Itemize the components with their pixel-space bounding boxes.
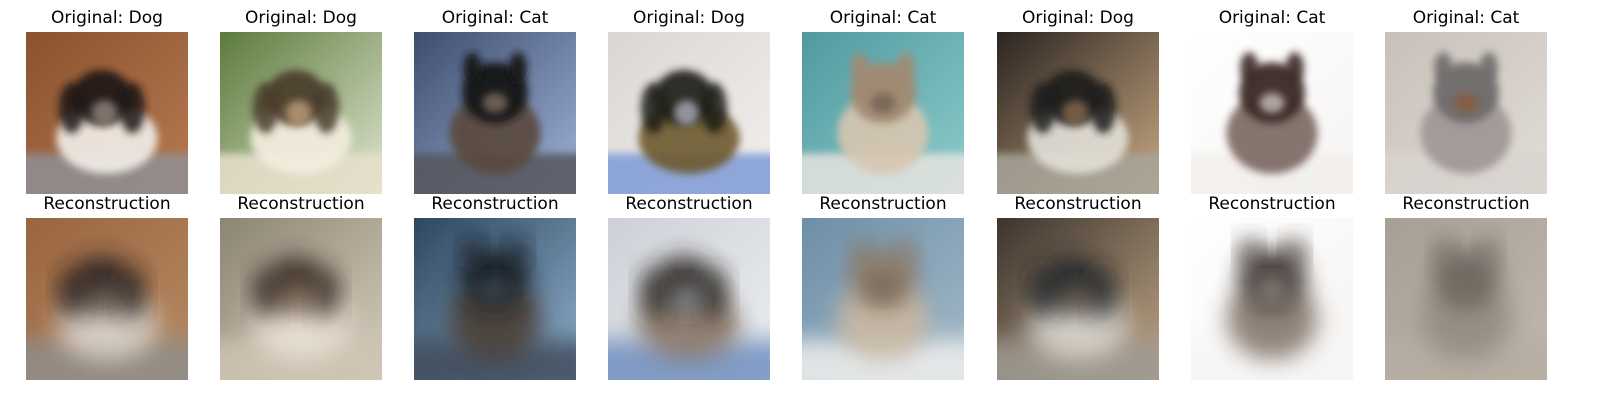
reconstruction-image	[26, 218, 188, 380]
reconstruction-label: Reconstruction	[1402, 194, 1530, 214]
original-label: Original: Dog	[51, 8, 163, 28]
original-label: Original: Cat	[441, 8, 549, 28]
original-label: Original: Cat	[1218, 8, 1326, 28]
reconstruction-image	[1191, 218, 1353, 380]
original-label: Original: Dog	[245, 8, 357, 28]
reconstruction-image	[802, 218, 964, 380]
original-image	[220, 32, 382, 194]
original-label: Original: Dog	[633, 8, 745, 28]
original-image	[802, 32, 964, 194]
original-image	[1191, 32, 1353, 194]
reconstruction-label: Reconstruction	[1208, 194, 1336, 214]
reconstruction-label: Reconstruction	[1014, 194, 1142, 214]
reconstruction-label: Reconstruction	[625, 194, 753, 214]
original-label: Original: Cat	[1412, 8, 1520, 28]
original-image	[26, 32, 188, 194]
reconstruction-label: Reconstruction	[819, 194, 947, 214]
original-image	[997, 32, 1159, 194]
original-label: Original: Dog	[1022, 8, 1134, 28]
reconstruction-label: Reconstruction	[43, 194, 171, 214]
original-image	[608, 32, 770, 194]
reconstruction-image	[220, 218, 382, 380]
reconstruction-image	[608, 218, 770, 380]
reconstruction-label: Reconstruction	[237, 194, 365, 214]
original-image	[1385, 32, 1547, 194]
reconstruction-label: Reconstruction	[431, 194, 559, 214]
reconstruction-image	[1385, 218, 1547, 380]
reconstruction-image	[414, 218, 576, 380]
original-image	[414, 32, 576, 194]
reconstruction-image	[997, 218, 1159, 380]
original-label: Original: Cat	[829, 8, 937, 28]
